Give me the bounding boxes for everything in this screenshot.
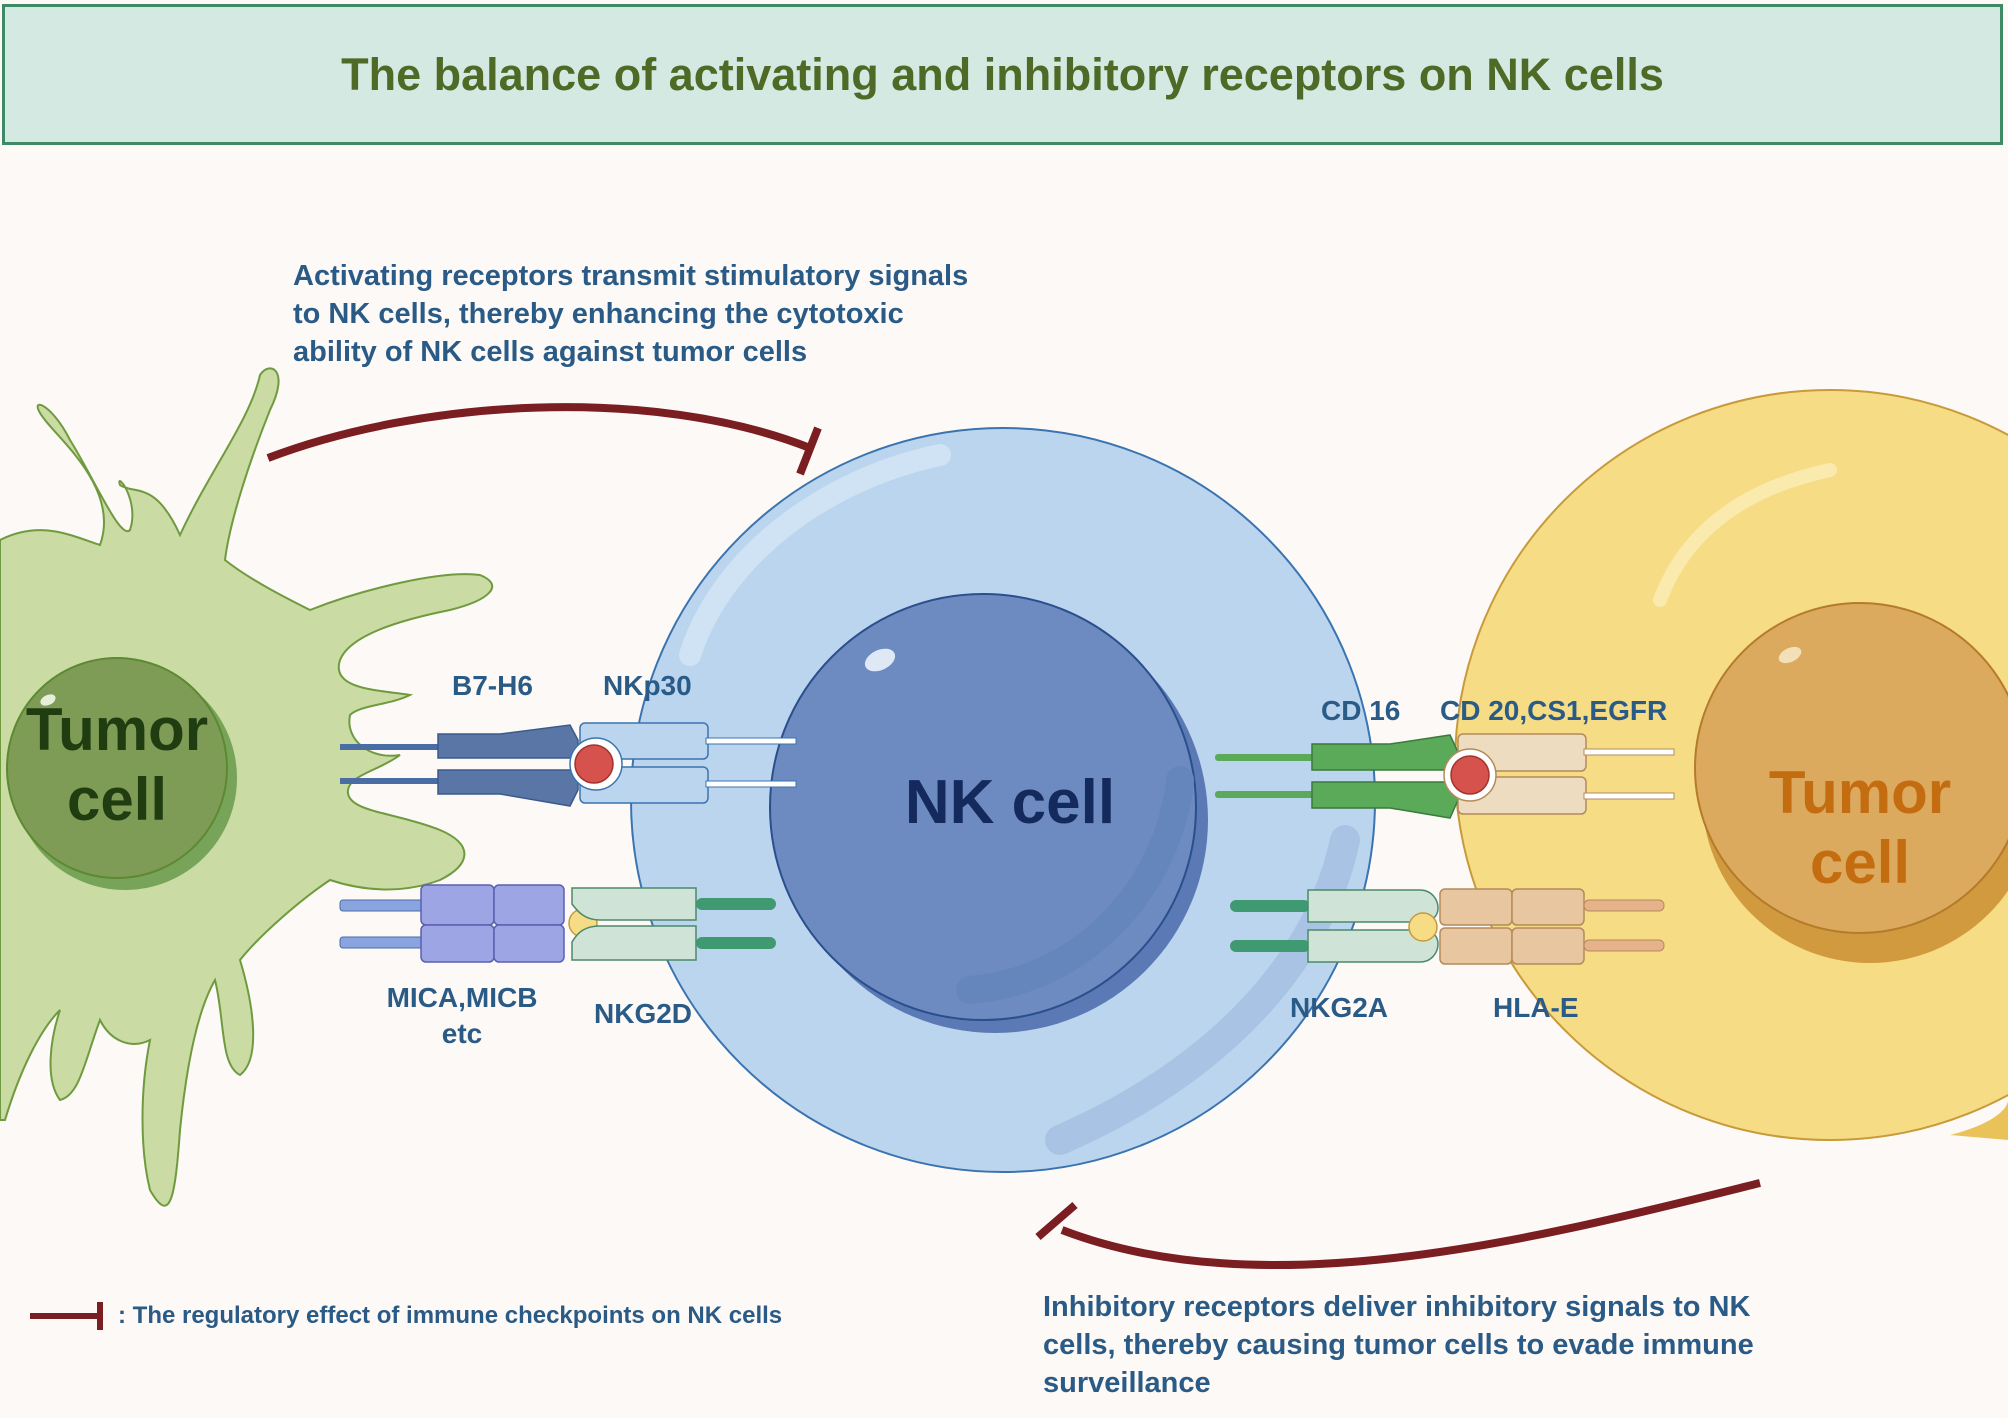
inhibitory-inhibition-arrow [1035, 1179, 1761, 1270]
nkp30-label: NKp30 [603, 670, 692, 701]
activating-caption: Activating receptors transmit stimulator… [293, 257, 968, 371]
nkg2d-receptor [571, 887, 776, 961]
mica-label-line: MICA,MICB [386, 982, 538, 1013]
mica-label-line: etc [441, 1018, 483, 1049]
right-tumor-label: Tumor cell [1768, 759, 1952, 896]
inhibitory-caption: Inhibitory receptors deliver inhibitory … [1043, 1288, 1754, 1402]
cd16-receptor [1215, 734, 1459, 819]
inhibitory-caption-line: cells, thereby causing tumor cells to ev… [1043, 1329, 1754, 1361]
hla-e-ligand [1439, 888, 1665, 965]
hla-e-label: HLA-E [1493, 992, 1579, 1023]
mica-micb-ligand [339, 884, 598, 963]
mica-label: MICA,MICB etc [377, 980, 547, 1052]
activating-caption-line: to NK cells, thereby enhancing the cytot… [293, 298, 904, 330]
activating-caption-line: Activating receptors transmit stimulator… [293, 260, 969, 292]
activating-caption-line: ability of NK cells against tumor cells [293, 336, 808, 368]
nk-cell-label: NK cell [904, 768, 1116, 837]
left-tumor-cell [0, 367, 494, 1207]
nkg2d-label: NKG2D [594, 998, 693, 1029]
legend-inhibition-icon [30, 1302, 103, 1330]
activating-inhibition-arrow [266, 403, 822, 476]
nkg2a-receptor [1230, 889, 1439, 963]
left-tumor-label: Tumor cell [25, 696, 209, 833]
legend-text: : The regulatory effect of immune checkp… [118, 1302, 783, 1329]
inhibitory-caption-line: surveillance [1043, 1367, 1211, 1399]
nkg2a-label: NKG2A [1290, 992, 1389, 1023]
nkp30-receptor [569, 722, 797, 804]
cd20-label: CD 20,CS1,EGFR [1440, 695, 1668, 726]
nk-cell-body [630, 427, 1376, 1173]
title-banner: The balance of activating and inhibitory… [2, 4, 2003, 145]
cd20-antigen [1443, 733, 1675, 815]
legend: : The regulatory effect of immune checkp… [110, 1302, 782, 1330]
cd16-label: CD 16 [1321, 695, 1401, 726]
right-tumor-cell [1454, 389, 2008, 1141]
b7h6-label: B7-H6 [452, 670, 533, 701]
inhibitory-caption-line: Inhibitory receptors deliver inhibitory … [1043, 1291, 1751, 1323]
page-title: The balance of activating and inhibitory… [341, 48, 1664, 100]
b7h6-ligand [340, 724, 579, 807]
